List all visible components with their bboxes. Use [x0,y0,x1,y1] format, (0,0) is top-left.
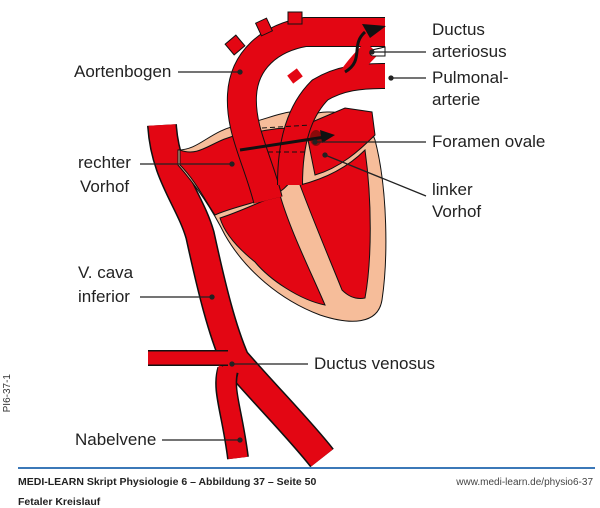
flow-arrow-foramen [239,130,335,152]
footer-title: MEDI-LEARN Skript Physiologie 6 – Abbild… [18,476,317,488]
leader-lines [140,49,427,443]
label-ductus-venosus: Ductus venosus [314,354,435,373]
nabelvene [215,365,249,460]
label-linker-vorhof-2: Vorhof [432,202,482,221]
left-ventricle [299,148,371,299]
label-rechter-vorhof-2: Vorhof [80,177,130,196]
dashed-outline [261,124,311,153]
label-rechter-vorhof-1: rechter [78,153,131,172]
label-v-cava-2: inferior [78,287,130,306]
label-pulmonalarterie-2: arterie [432,90,481,109]
footer-subtitle: Fetaler Kreislauf [18,496,101,508]
label-v-cava-1: V. cava [78,263,134,282]
pulmonary-artery [277,41,386,186]
label-foramen-ovale: Foramen ovale [432,132,546,151]
flow-arrow-ductus [344,24,386,74]
figure-code: PI6-37-1 [2,374,13,413]
label-ductus-arteriosus-1: Ductus [432,20,485,39]
aortic-arch [224,11,385,204]
label-pulmonalarterie-1: Pulmonal- [432,68,509,87]
vena-cava-inferior [147,123,334,468]
label-ductus-arteriosus-2: arteriosus [432,42,507,61]
footer-divider [18,467,595,469]
label-linker-vorhof-1: linker [432,180,473,199]
label-nabelvene: Nabelvene [75,430,157,449]
label-aortenbogen: Aortenbogen [74,62,172,81]
footer-url[interactable]: www.medi-learn.de/physio6-37 [456,477,593,488]
